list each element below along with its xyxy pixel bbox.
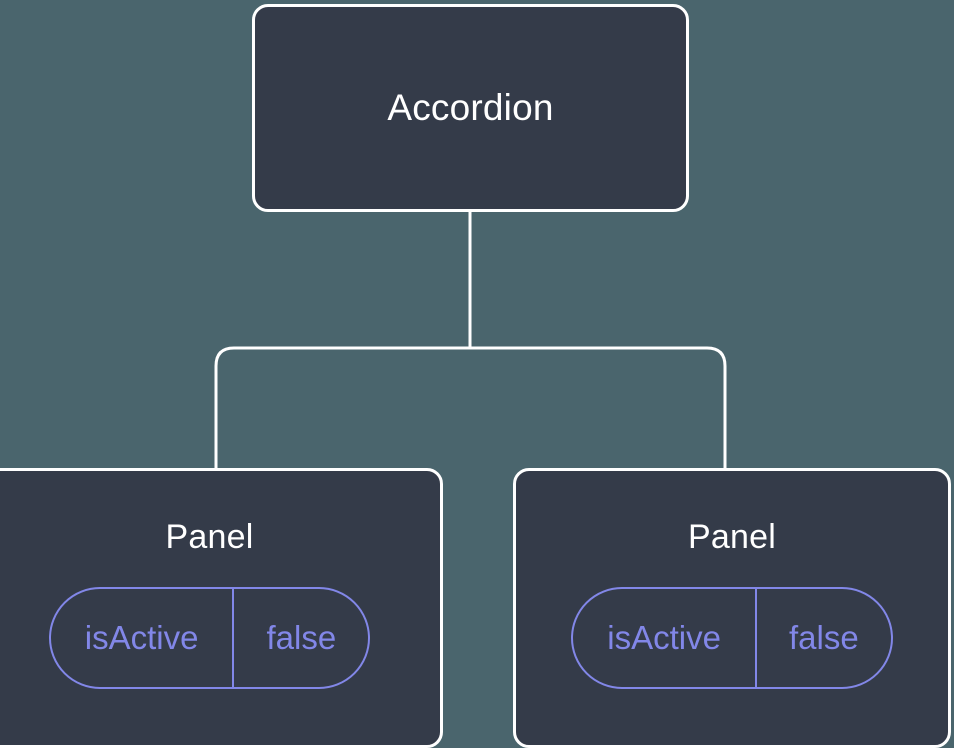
state-pill-panel-1-key: isActive [84,619,199,657]
node-panel-1[interactable]: Panel isActive false [0,468,443,748]
state-pill-panel-2-value: false [754,589,891,688]
connector-branch-left [214,346,470,469]
node-panel-2-label: Panel [688,518,776,556]
node-accordion[interactable]: Accordion [252,4,689,212]
node-panel-2[interactable]: Panel isActive false [513,468,951,748]
state-pill-panel-2[interactable]: isActive false [571,587,893,690]
node-accordion-label: Accordion [387,86,554,128]
node-panel-1-label: Panel [165,518,254,556]
state-pill-panel-1[interactable]: isActive false [48,587,371,690]
state-pill-panel-2-key: isActive [607,619,721,657]
connector-branch-right [470,346,727,469]
state-pill-panel-1-value: false [232,589,368,688]
